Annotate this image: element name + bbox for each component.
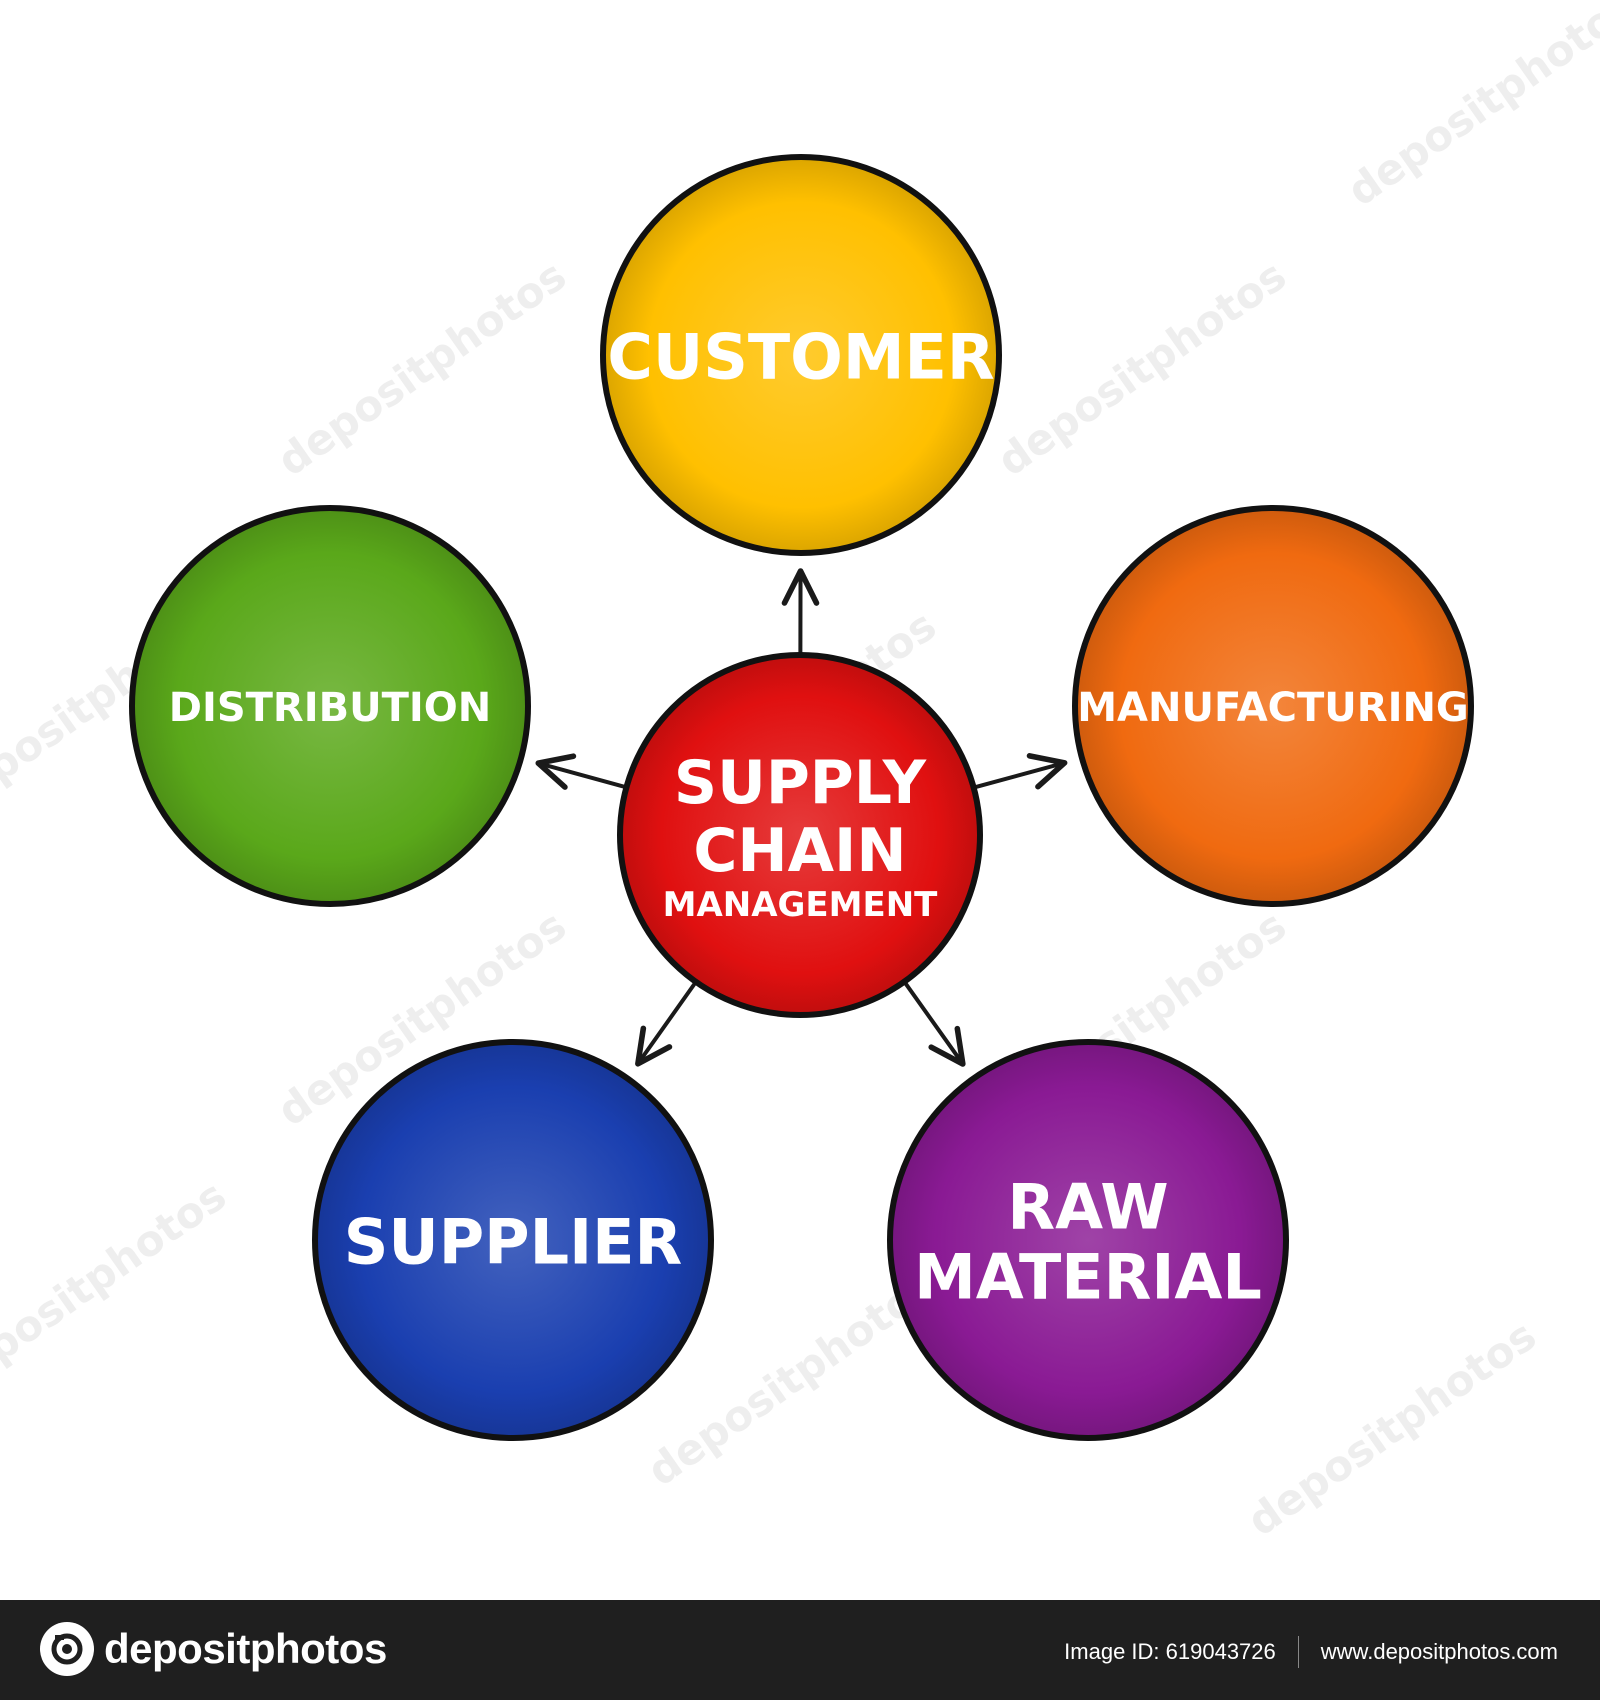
node-distribution: DISTRIBUTION	[129, 505, 531, 907]
node-circle-distribution	[129, 505, 531, 907]
watermark-text: depositphotos	[0, 1171, 235, 1406]
node-circle-customer	[600, 154, 1002, 556]
node-label-manufacturing-0: MANUFACTURING	[1077, 685, 1469, 731]
brand-name: depositphotos	[104, 1625, 387, 1672]
node-manufacturing: MANUFACTURING	[1072, 505, 1474, 907]
watermark-text: depositphotos	[1238, 1311, 1544, 1546]
brand-logo: depositphotos	[40, 1622, 387, 1676]
watermark-text: depositphotos	[268, 251, 574, 486]
node-supplier: SUPPLIER	[312, 1039, 714, 1441]
arrow-to-manufacturing	[973, 753, 1068, 790]
node-customer: CUSTOMER	[600, 154, 1002, 556]
arrow-to-raw-material	[903, 981, 966, 1067]
image-id-text: Image ID: 619043726	[1064, 1639, 1276, 1664]
node-label-raw-material-1: MATERIAL	[914, 1241, 1262, 1314]
node-circle-manufacturing	[1072, 505, 1474, 907]
node-label-center-1: CHAIN	[693, 816, 906, 886]
node-label-center-0: SUPPLY	[674, 748, 928, 818]
footer-bar: depositphotos Image ID: 619043726 www.de…	[0, 1600, 1600, 1700]
node-label-raw-material-0: RAW	[1007, 1171, 1168, 1244]
node-circle-supplier	[312, 1039, 714, 1441]
node-label-distribution-0: DISTRIBUTION	[169, 685, 491, 731]
arrow-to-supplier	[635, 981, 697, 1067]
site-url-link[interactable]: www.depositphotos.com	[1320, 1639, 1558, 1664]
node-circle-center	[617, 652, 983, 1018]
node-label-supplier-0: SUPPLIER	[344, 1206, 683, 1279]
camera-logo-icon	[40, 1622, 94, 1676]
arrow-to-distribution	[535, 753, 627, 790]
watermark-text: depositphotos	[1338, 0, 1600, 216]
node-circle-raw-material	[887, 1039, 1289, 1441]
watermark-text: depositphotos	[988, 251, 1294, 486]
node-label-customer-0: CUSTOMER	[607, 321, 994, 394]
footer-separator	[1297, 1636, 1299, 1668]
node-label-center-2: MANAGEMENT	[663, 885, 939, 925]
